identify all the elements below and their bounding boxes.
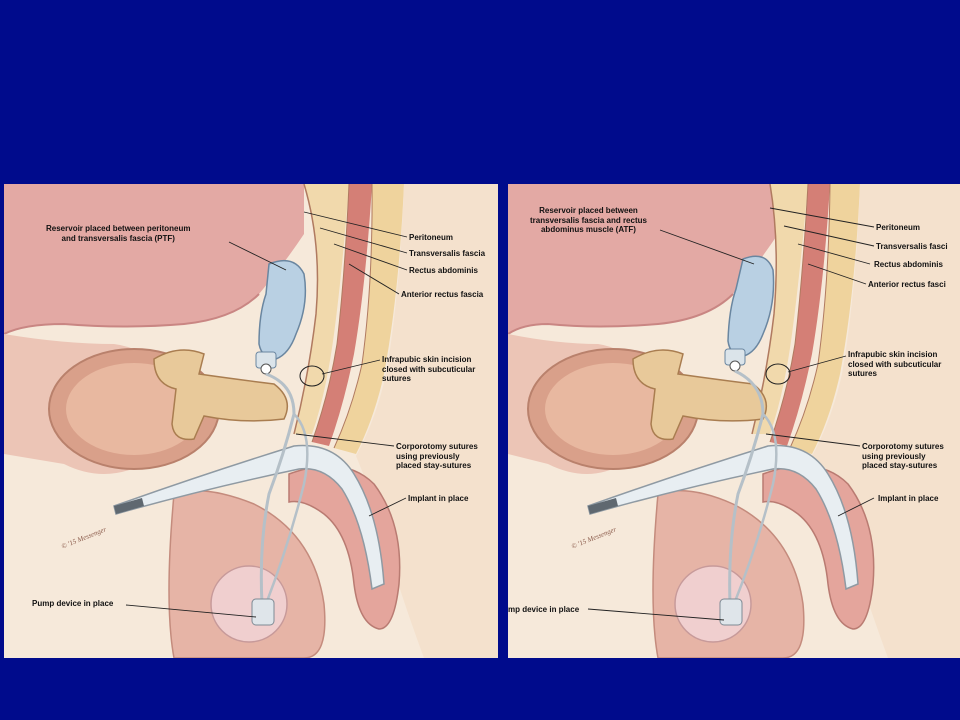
rectus-muscle (770, 184, 830, 446)
peritoneum-label: Peritoneum (876, 223, 921, 232)
illustration-drawing (4, 184, 498, 658)
tubing (728, 369, 765, 605)
incision-label: Infrapubic skin incision closed with sub… (382, 355, 476, 383)
pump-device (251, 598, 275, 626)
transversalis-fascia-label: Transversalis fasci (876, 242, 948, 251)
tubing (259, 372, 296, 605)
peritoneum-label: Peritoneum (409, 233, 454, 242)
rectus-muscle (312, 184, 372, 446)
anatomy-illustration-ptf: Reservoir placed between peritoneum and … (4, 184, 498, 658)
implant-cylinder (587, 444, 859, 591)
anatomy-illustration-atf: Reservoir placed between transversalis f… (508, 184, 960, 658)
pump-label: Pump device in place (32, 599, 114, 608)
rectus-abdominis-label: Rectus abdominis (874, 260, 943, 269)
leader-lines (125, 211, 408, 618)
anterior-rectus-fascia-label: Anterior rectus fascia (401, 290, 484, 299)
subcutaneous-fat (790, 184, 860, 454)
subcutaneous-fat (334, 184, 404, 454)
incision-marker (765, 363, 791, 385)
pump-device (719, 598, 743, 626)
incision-label: Infrapubic skin incision closed with sub… (848, 350, 942, 378)
corporotomy-label: Corporotomy sutures using previously pla… (862, 442, 944, 470)
corporotomy-label: Corporotomy sutures using previously pla… (396, 442, 478, 470)
pump-label: mp device in place (508, 605, 580, 614)
anterior-rectus-fascia-label: Anterior rectus fasci (868, 280, 946, 289)
implant-label: Implant in place (408, 494, 469, 503)
pubic-bone (153, 349, 289, 441)
reservoir-label: Reservoir placed between transversalis f… (530, 206, 647, 234)
reservoir-label: Reservoir placed between peritoneum and … (46, 224, 191, 243)
incision-marker (299, 365, 325, 387)
reservoir (258, 259, 307, 360)
transversalis-fascia-label: Transversalis fascia (409, 249, 486, 258)
abdominal-cavity (4, 184, 304, 334)
reservoir (727, 255, 775, 357)
rectus-abdominis-label: Rectus abdominis (409, 266, 478, 275)
illustration-drawing (508, 184, 960, 658)
implant-label: Implant in place (878, 494, 939, 503)
implant-cylinder (113, 444, 385, 591)
leader-lines (587, 207, 875, 621)
abdominal-cavity (508, 184, 778, 334)
